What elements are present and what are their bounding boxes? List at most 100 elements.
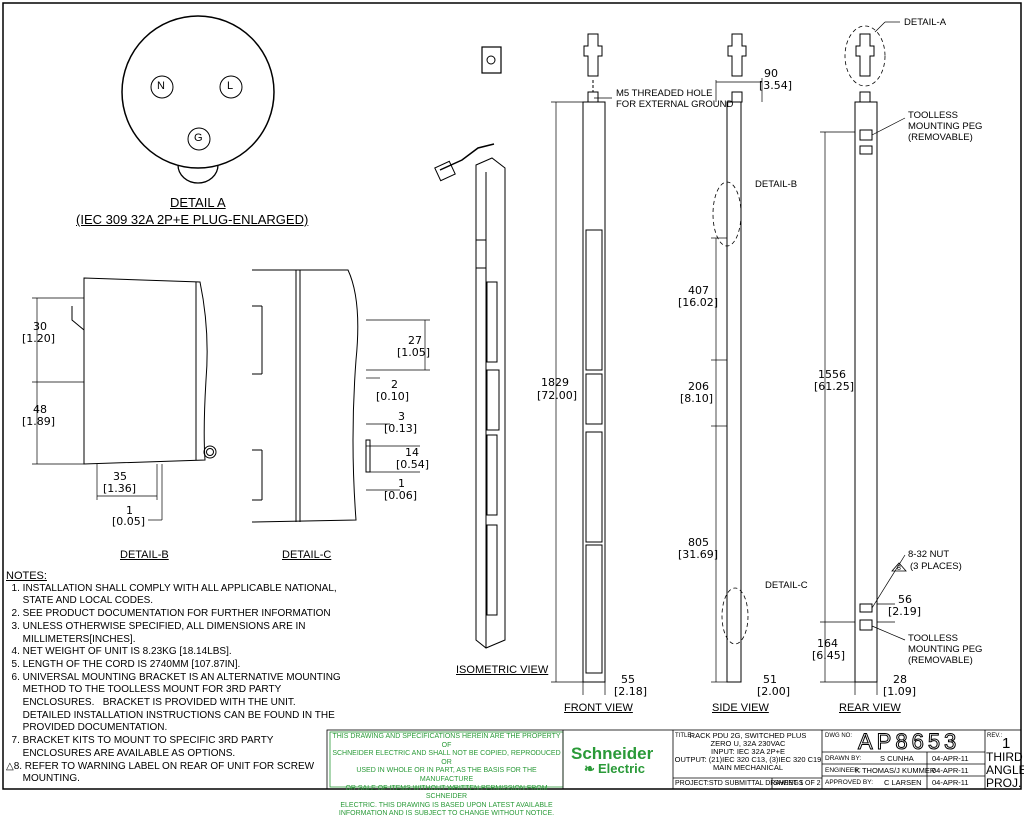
dim-side-206-in: [8.10] bbox=[680, 392, 714, 405]
peg-bot-3: (REMOVABLE) bbox=[908, 655, 973, 666]
dim-b-48: 48 bbox=[33, 403, 47, 416]
engineer-label: ENGINEER: bbox=[825, 767, 861, 774]
note-line: 7. BRACKET KITS TO MOUNT TO SPECIFIC 3RD… bbox=[6, 735, 274, 747]
dim-rear-28-in: [1.09] bbox=[883, 685, 917, 698]
dim-b-48-in: [1.89] bbox=[22, 415, 56, 428]
rev-value: 1 bbox=[1002, 735, 1011, 752]
note-line: 6. UNIVERSAL MOUNTING BRACKET IS AN ALTE… bbox=[6, 671, 341, 683]
side-view-pdu bbox=[711, 33, 763, 683]
detail-c-title: DETAIL-C bbox=[282, 549, 332, 561]
approved-label: APPROVED BY: bbox=[825, 779, 874, 786]
projection-2: ANGLE bbox=[986, 763, 1024, 777]
dim-rear-164: 164 bbox=[817, 637, 838, 650]
dim-front-55: 55 bbox=[621, 673, 635, 686]
dim-c-1: 1 bbox=[398, 477, 405, 490]
nut-label-2: (3 PLACES) bbox=[910, 561, 962, 572]
detail-b-callout: DETAIL-B bbox=[755, 179, 798, 190]
isometric-view-title: ISOMETRIC VIEW bbox=[456, 664, 549, 676]
note-line: PROVIDED DOCUMENTATION. bbox=[6, 722, 168, 734]
detail-b-drawing bbox=[32, 277, 217, 521]
dim-c-27: 27 bbox=[408, 334, 422, 347]
projection-3: PROJ. bbox=[986, 776, 1022, 790]
nut-symbol: 8 bbox=[897, 565, 901, 572]
dim-side-805: 805 bbox=[688, 536, 709, 549]
disclaimer-line: ELECTRIC. THIS DRAWING IS BASED UPON LAT… bbox=[340, 801, 553, 809]
rear-view-pdu bbox=[820, 21, 907, 695]
note-line: METHOD TO THE TOOLLESS MOUNT FOR 3RD PAR… bbox=[6, 684, 282, 696]
notes-heading: NOTES: bbox=[6, 570, 47, 582]
dim-b-1-in: [0.05] bbox=[112, 515, 146, 528]
dim-b-1: 1 bbox=[126, 504, 133, 517]
note-line: ENCLOSURES. BRACKET IS PROVIDED WITH THE… bbox=[6, 697, 296, 709]
m5-label-1: M5 THREADED HOLE bbox=[616, 88, 713, 99]
m5-label-2: FOR EXTERNAL GROUND bbox=[616, 99, 734, 110]
title-line: INPUT: IEC 32A 2P+E bbox=[711, 747, 785, 756]
detail-b-title: DETAIL-B bbox=[120, 549, 169, 561]
nut-label-1: 8-32 NUT bbox=[908, 549, 950, 560]
title-lines: RACK PDU 2G, SWITCHED PLUS ZERO U, 32A 2… bbox=[674, 732, 822, 772]
dim-side-407-in: [16.02] bbox=[678, 296, 719, 309]
detail-a-title: DETAIL A bbox=[170, 195, 226, 210]
plug-pin-g: G bbox=[194, 132, 203, 144]
dim-side-51: 51 bbox=[763, 673, 777, 686]
engineer-date: 04-APR-11 bbox=[932, 766, 969, 775]
note-line: 1. INSTALLATION SHALL COMPLY WITH ALL AP… bbox=[6, 582, 337, 594]
brand-name-2: Electric bbox=[598, 761, 645, 776]
dim-c-14-in: [0.54] bbox=[396, 458, 430, 471]
peg-top-2: MOUNTING PEG bbox=[908, 121, 983, 132]
peg-top-3: (REMOVABLE) bbox=[908, 132, 973, 143]
dim-c-1-in: [0.06] bbox=[384, 489, 418, 502]
disclaimer-line: OR SALE OF ITEMS WITHOUT WRITTEN PERMISS… bbox=[345, 784, 548, 801]
dim-front-1829-in: [72.00] bbox=[537, 389, 578, 402]
note-line: MILLIMETERS[INCHES]. bbox=[6, 633, 136, 645]
note-line: 2. SEE PRODUCT DOCUMENTATION FOR FURTHER… bbox=[6, 608, 331, 620]
dim-c-2-in: [0.10] bbox=[376, 390, 410, 403]
dim-c-3: 3 bbox=[398, 410, 405, 423]
dim-side-407: 407 bbox=[688, 284, 709, 297]
plug-pin-l: L bbox=[227, 80, 234, 92]
dim-side-90-in: [3.54] bbox=[759, 79, 793, 92]
dim-c-27-in: [1.05] bbox=[397, 346, 431, 359]
drawn-label: DRAWN BY: bbox=[825, 755, 862, 762]
plug-pin-n: N bbox=[157, 80, 165, 92]
front-view-pdu bbox=[551, 33, 612, 695]
approved-date: 04-APR-11 bbox=[932, 778, 969, 787]
note-line: STATE AND LOCAL CODES. bbox=[6, 595, 154, 607]
detail-a-subtitle: (IEC 309 32A 2P+E PLUG-ENLARGED) bbox=[76, 212, 309, 227]
note-line: △8. REFER TO WARNING LABEL ON REAR OF UN… bbox=[6, 760, 315, 772]
dim-c-14: 14 bbox=[405, 446, 419, 459]
brand-name: Schneider bbox=[571, 744, 654, 763]
dim-rear-164-in: [6.45] bbox=[812, 649, 846, 662]
peg-bot-1: TOOLLESS bbox=[908, 633, 958, 644]
note-line: DETAILED INSTALLATION INSTRUCTIONS CAN B… bbox=[6, 709, 335, 721]
project-field: PROJECT:STD SUBMITTAL DRAWINGS bbox=[675, 780, 804, 787]
dim-rear-56: 56 bbox=[898, 593, 912, 606]
title-block-frame bbox=[326, 729, 1022, 790]
dim-front-1829: 1829 bbox=[541, 376, 569, 389]
sheet-field: SHEET 1 OF 2 bbox=[774, 780, 821, 787]
dim-front-55-in: [2.18] bbox=[614, 685, 648, 698]
note-line: ENCLOSURES ARE AVAILABLE AS OPTIONS. bbox=[6, 747, 236, 759]
dim-b-30-in: [1.20] bbox=[22, 332, 56, 345]
peg-top-1: TOOLLESS bbox=[908, 110, 958, 121]
dim-rear-1556: 1556 bbox=[818, 368, 846, 381]
dwg-number: AP8653 bbox=[857, 729, 961, 754]
drawn-date: 04-APR-11 bbox=[932, 754, 969, 763]
title-label: TITLE: bbox=[675, 733, 694, 739]
engineer-name: K THOMAS/J KUMMER bbox=[855, 766, 936, 775]
bracket-icon bbox=[481, 46, 502, 74]
disclaimer-line: INFORMATION AND IS SUBJECT TO CHANGE WIT… bbox=[338, 810, 555, 818]
title-line: OUTPUT: (21)IEC 320 C13, (3)IEC 320 C19 bbox=[674, 755, 822, 764]
drawn-by: S CUNHA bbox=[880, 754, 914, 763]
disclaimer-line: SCHNEIDER ELECTRIC AND SHALL NOT BE COPI… bbox=[332, 750, 561, 766]
detail-c-callout: DETAIL-C bbox=[765, 580, 808, 591]
title-line: RACK PDU 2G, SWITCHED PLUS bbox=[689, 731, 807, 740]
detail-a-callout: DETAIL-A bbox=[904, 17, 947, 28]
notes-block: NOTES: 1. INSTALLATION SHALL COMPLY WITH… bbox=[6, 570, 341, 786]
dim-rear-1556-in: [61.25] bbox=[814, 380, 855, 393]
approved-by: C LARSEN bbox=[884, 778, 922, 787]
projection-1: THIRD bbox=[986, 750, 1023, 764]
disclaimer: THIS DRAWING AND SPECIFICATIONS HEREIN A… bbox=[331, 733, 562, 819]
dim-c-3-in: [0.13] bbox=[384, 422, 418, 435]
dim-side-90: 90 bbox=[764, 67, 778, 80]
